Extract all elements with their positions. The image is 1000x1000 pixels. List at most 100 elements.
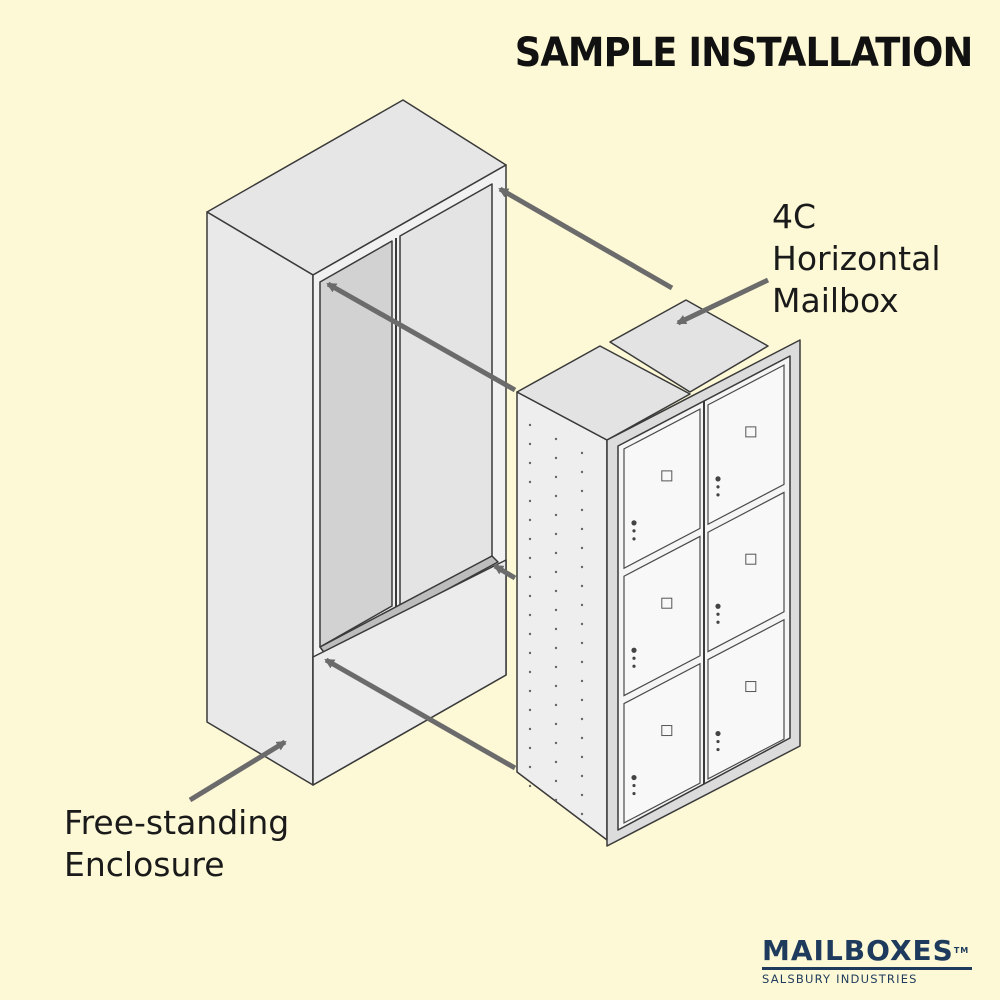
brand-logo: MAILBOXESTM SALSBURY INDUSTRIES xyxy=(762,936,972,986)
side-rivet xyxy=(554,608,558,612)
mailbox-door xyxy=(623,535,701,697)
arrow-bottom-right xyxy=(493,563,517,581)
side-rivet xyxy=(580,793,584,797)
door-lock-icon xyxy=(716,620,720,624)
side-rivet xyxy=(528,594,532,598)
side-rivet xyxy=(554,722,558,726)
side-rivet xyxy=(528,423,532,427)
door-lock-icon xyxy=(716,747,720,752)
door-nameplate xyxy=(661,597,673,609)
side-rivet xyxy=(554,475,558,479)
side-rivet xyxy=(580,812,584,816)
side-rivet xyxy=(554,703,558,707)
side-rivet xyxy=(580,451,584,455)
side-rivet xyxy=(554,779,558,783)
side-rivet xyxy=(528,746,532,750)
logo-rule xyxy=(762,967,972,970)
callout-line: Mailbox xyxy=(772,281,899,320)
side-rivet xyxy=(528,727,532,731)
door-lock-icon xyxy=(716,739,720,744)
door-nameplate xyxy=(745,681,757,693)
door-nameplate xyxy=(661,470,673,482)
callout-enclosure-label: Free-standing Enclosure xyxy=(64,802,289,886)
logo-trademark: TM xyxy=(953,946,970,955)
door-lock-icon xyxy=(631,647,637,653)
side-rivet xyxy=(580,774,584,778)
mailbox-top-left xyxy=(516,345,691,441)
arrow-top-right xyxy=(498,186,674,291)
mailbox-top-right xyxy=(609,299,769,393)
side-rivet xyxy=(580,527,584,531)
door-lock-icon xyxy=(632,783,636,788)
side-rivet xyxy=(554,646,558,650)
side-rivet xyxy=(554,627,558,631)
side-rivet xyxy=(528,518,532,522)
callout-mailbox-label: 4C Horizontal Mailbox xyxy=(772,196,941,322)
enclosure-interior-right xyxy=(399,183,493,609)
side-rivet xyxy=(528,689,532,693)
side-rivet xyxy=(554,589,558,593)
side-rivet xyxy=(580,603,584,607)
page-title: SAMPLE INSTALLATION xyxy=(514,30,973,76)
side-rivet xyxy=(580,736,584,740)
arrow-bottom-left xyxy=(324,657,517,771)
side-rivet xyxy=(528,784,532,788)
door-nameplate xyxy=(745,553,757,565)
side-rivet xyxy=(580,660,584,664)
side-rivet xyxy=(528,480,532,484)
side-rivet xyxy=(554,741,558,745)
door-lock-icon xyxy=(632,791,636,796)
side-rivet xyxy=(580,489,584,493)
door-lock-icon xyxy=(716,485,720,489)
side-rivet xyxy=(580,679,584,683)
door-nameplate xyxy=(745,426,757,438)
side-rivet xyxy=(580,508,584,512)
door-nameplate xyxy=(661,725,673,737)
callout-line: 4C xyxy=(772,197,817,236)
callout-line: Horizontal xyxy=(772,239,941,278)
side-rivet xyxy=(528,575,532,579)
mailbox-door xyxy=(707,364,785,526)
side-rivet xyxy=(528,442,532,446)
side-rivet xyxy=(580,698,584,702)
enclosure-cabinet xyxy=(206,99,507,786)
arrow-mailbox-callout xyxy=(676,277,770,326)
arrows xyxy=(188,186,770,803)
side-rivet xyxy=(554,665,558,669)
door-lock-icon xyxy=(715,476,721,482)
enclosure-interior-left xyxy=(319,240,393,648)
side-rivet xyxy=(580,755,584,759)
door-lock-icon xyxy=(631,520,637,526)
door-lock-icon xyxy=(631,774,637,781)
side-rivet xyxy=(528,708,532,712)
side-rivet xyxy=(554,494,558,498)
door-lock-icon xyxy=(716,612,720,616)
arrow-enclosure-callout xyxy=(188,739,287,803)
side-rivet xyxy=(580,584,584,588)
side-rivet xyxy=(528,537,532,541)
side-rivet xyxy=(580,565,584,569)
side-rivet xyxy=(580,717,584,721)
side-rivet xyxy=(580,546,584,550)
side-rivet xyxy=(528,613,532,617)
door-lock-icon xyxy=(715,730,721,737)
side-rivet xyxy=(528,556,532,560)
door-lock-icon xyxy=(632,656,636,660)
side-rivet xyxy=(580,470,584,474)
side-rivet xyxy=(554,513,558,517)
mailbox-door xyxy=(707,491,785,653)
side-rivet xyxy=(528,651,532,655)
side-rivet xyxy=(554,532,558,536)
logo-subtitle: SALSBURY INDUSTRIES xyxy=(762,972,918,986)
mailbox-door xyxy=(623,662,701,824)
mailbox-door xyxy=(623,408,701,570)
callout-line: Enclosure xyxy=(64,845,225,884)
door-lock-icon xyxy=(716,493,720,497)
logo-wordmark: MAILBOXES xyxy=(762,934,954,967)
door-lock-icon xyxy=(632,537,636,541)
side-rivet xyxy=(528,499,532,503)
side-rivet xyxy=(554,798,558,802)
side-rivet xyxy=(528,632,532,636)
arrow-top-left xyxy=(326,281,517,393)
